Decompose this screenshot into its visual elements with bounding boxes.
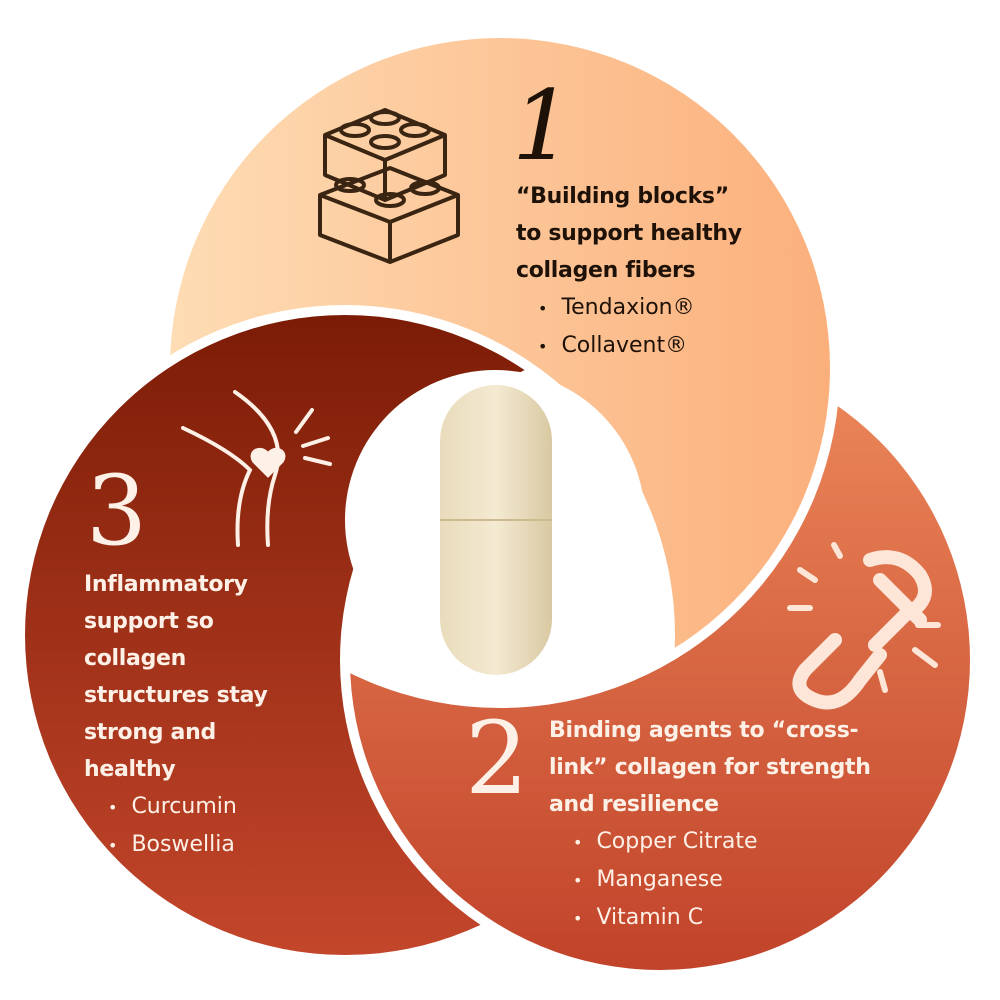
section1-text: “Building blocks” to support healthy colla… <box>516 178 742 365</box>
heading-line: support so <box>84 609 214 634</box>
heading-line: to support healthy <box>516 221 742 246</box>
list-item: Manganese <box>573 861 871 899</box>
list-item: Tendaxion® <box>538 289 742 327</box>
heading-line: collagen <box>84 646 187 671</box>
building-blocks-icon <box>318 108 460 264</box>
heading-line: “Building blocks” <box>516 184 729 209</box>
list-item: Collavent® <box>538 327 742 365</box>
heading-line: strong and <box>84 720 216 745</box>
heading-line: structures stay <box>84 683 268 708</box>
list-item: Copper Citrate <box>573 823 871 861</box>
heading-line: collagen fibers <box>516 258 696 283</box>
section1-number: 1 <box>512 70 574 182</box>
list-item: Vitamin C <box>573 899 871 937</box>
heading-line: and resilience <box>549 792 719 817</box>
list-item: Curcumin <box>108 788 268 826</box>
knee-heart-icon <box>181 390 332 547</box>
list-item: Boswellia <box>108 826 268 864</box>
heading-line: link” collagen for strength <box>549 755 871 780</box>
capsule-image <box>440 385 552 675</box>
chain-link-icon <box>787 542 941 710</box>
heading-line: healthy <box>84 757 176 782</box>
section2-number: 2 <box>465 700 529 817</box>
section2-text: Binding agents to “cross-link” collagen … <box>549 712 871 937</box>
heading-line: Inflammatory <box>84 572 248 597</box>
section3-text: Inflammatory support so collagen structures… <box>84 566 268 864</box>
heading-line: Binding agents to “cross- <box>549 718 859 743</box>
section3-number: 3 <box>86 455 148 567</box>
